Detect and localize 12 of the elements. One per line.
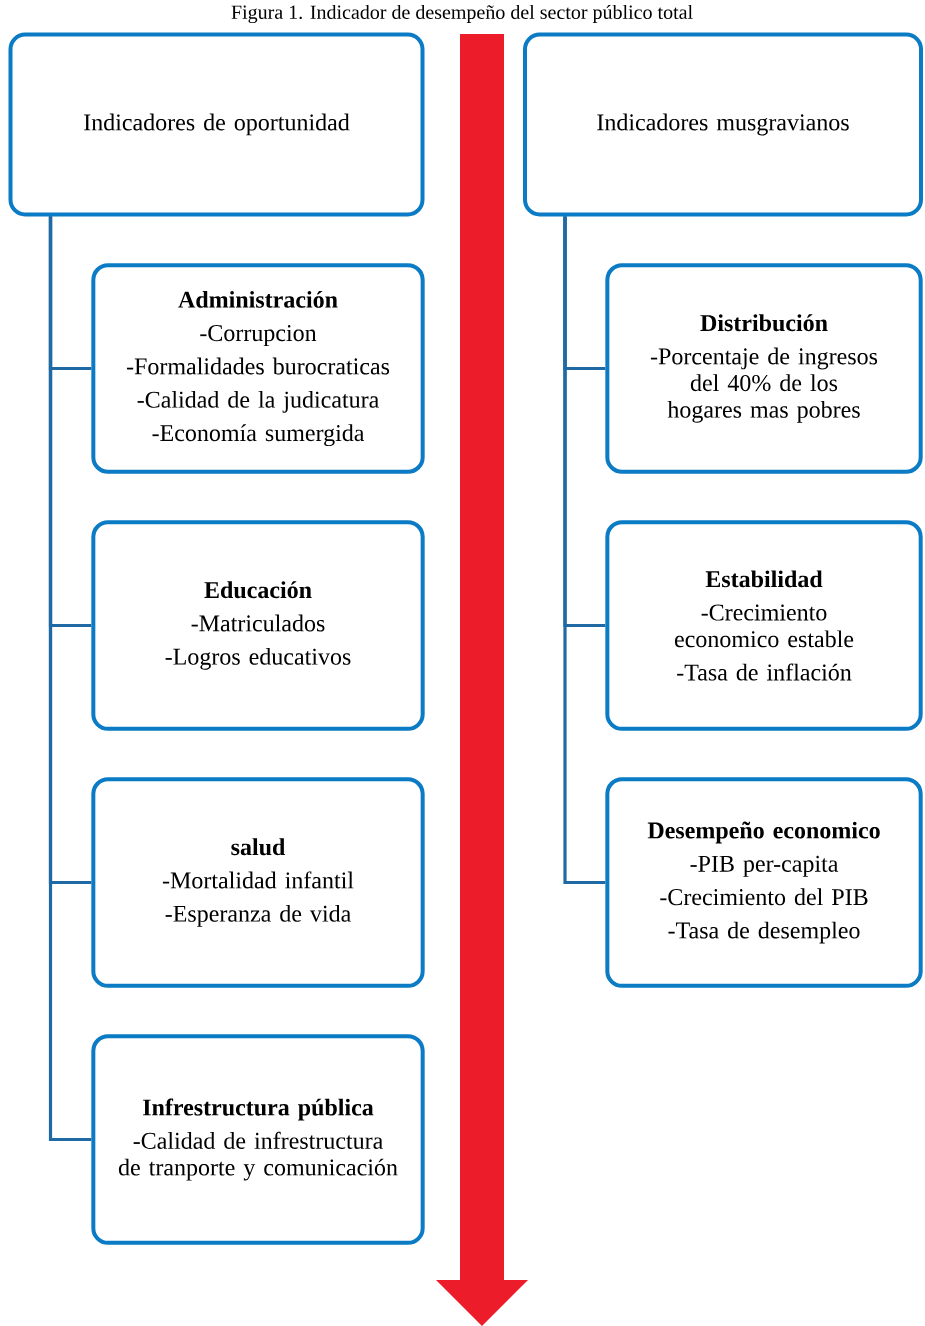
category-box: Administración -Corrupcion -Formalidades burocraticas -Calidad de la judicatura -Economía sumergida	[91, 263, 425, 474]
category-box: Educación -Matriculados -Logros educativos	[91, 520, 425, 731]
header-box: Indicadores de oportunidad	[8, 32, 425, 217]
category-box: salud -Mortalidad infantil -Esperanza de vida	[91, 777, 425, 988]
connector-line	[563, 216, 606, 885]
figure-title: Figura 1. Indicador de desempeño del sector público total	[231, 4, 693, 24]
category-box: Desempeño economico -PIB per-capita -Crecimiento del PIB -Tasa de desempleo	[605, 777, 923, 988]
connector-line	[48, 216, 92, 1142]
category-box: Estabilidad -Crecimiento economico estable -Tasa de inflación	[605, 520, 923, 731]
category-box: Distribución -Porcentaje de ingresos del 40% de los hogares mas pobres	[605, 263, 923, 474]
header-box: Indicadores musgravianos	[523, 32, 923, 217]
category-box: Infrestructura pública -Calidad de infrestructura de tranporte y comunicación	[91, 1034, 425, 1245]
